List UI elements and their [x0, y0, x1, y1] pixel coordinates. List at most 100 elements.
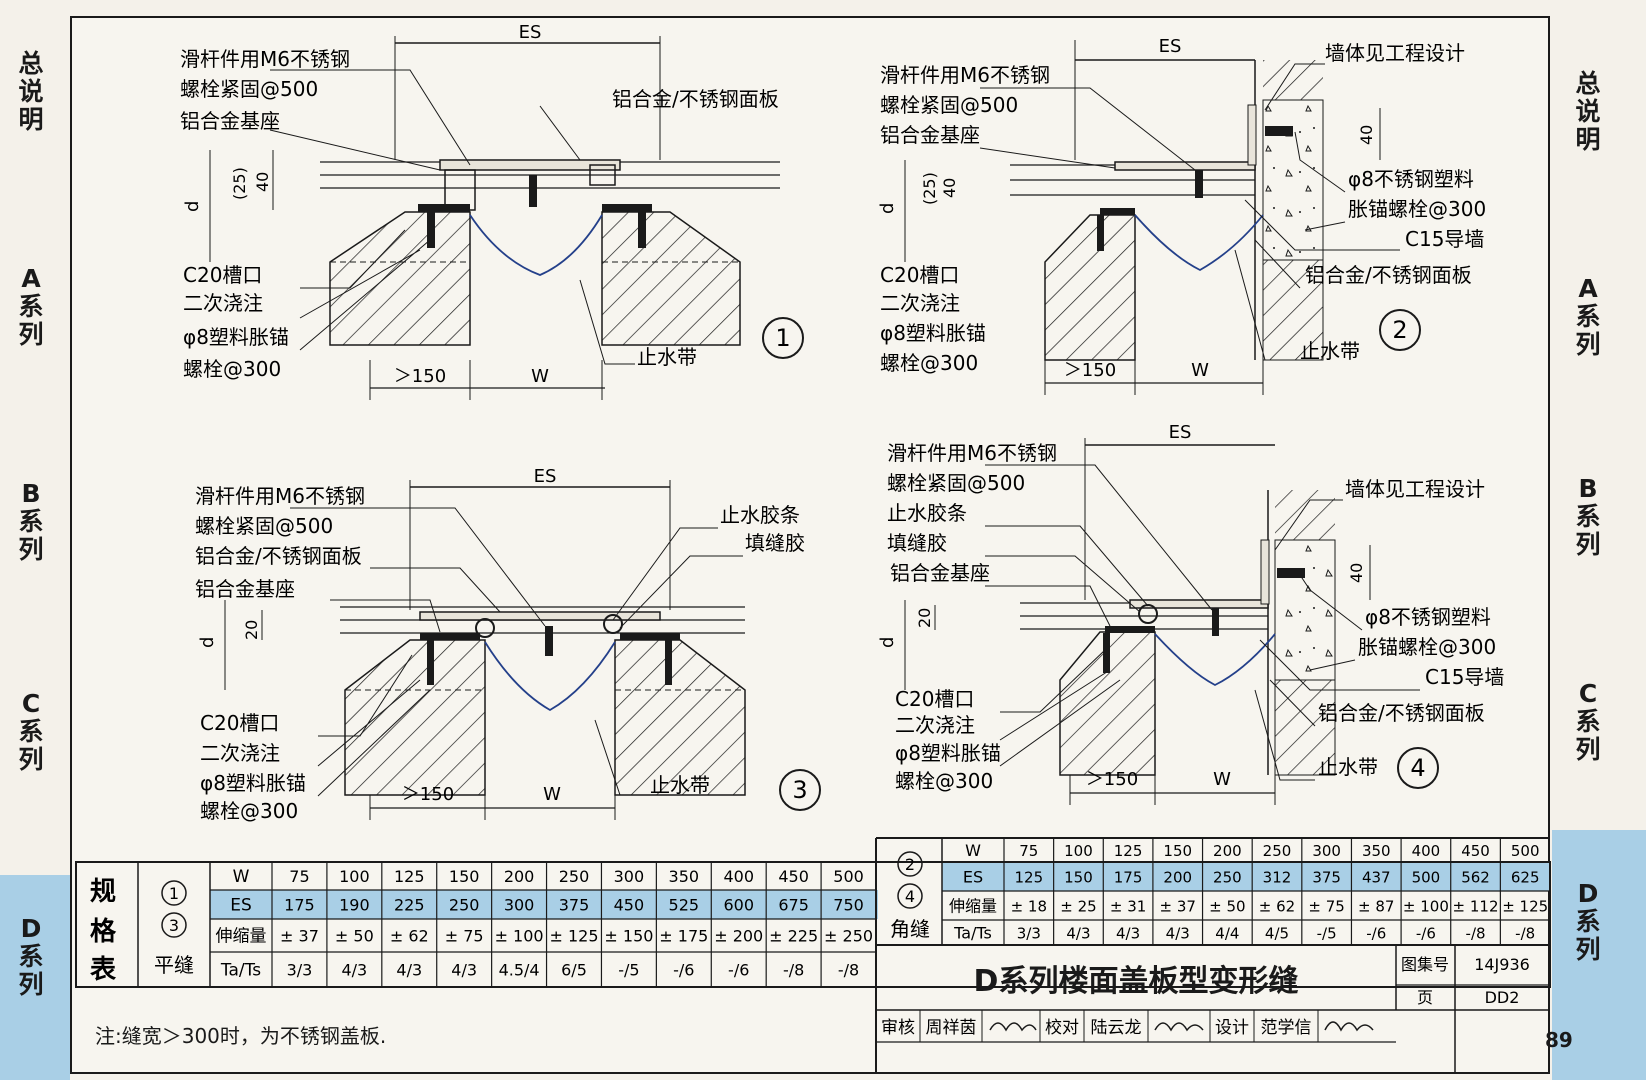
spec-left-cell: ± 62 — [390, 927, 429, 946]
spec-left-cell: -/6 — [673, 961, 694, 980]
d1-anchor-2: 螺栓@300 — [183, 357, 281, 381]
spec-left-cell: ± 125 — [549, 927, 598, 946]
d3-waterstop: 止水带 — [650, 773, 710, 797]
right-tab-general[interactable]: 总说明 — [1575, 69, 1601, 154]
d4-d-label: d — [877, 637, 898, 648]
d3-w: W — [543, 784, 561, 805]
left-tab-a[interactable]: A系列 — [18, 264, 44, 349]
d4-base: 铝合金基座 — [890, 561, 990, 585]
left-tab-b[interactable]: B系列 — [18, 479, 44, 564]
spec-left-cell: 4.5/4 — [499, 961, 540, 980]
d1-d-label: d — [182, 201, 203, 212]
d4-w: W — [1213, 769, 1231, 790]
spec-left-cell: 200 — [504, 867, 535, 886]
spec-left-row-header: Ta/Ts — [220, 961, 261, 981]
d1-w: W — [531, 366, 549, 387]
d2-anchor-2: 螺栓@300 — [880, 351, 978, 375]
d2-waterstop: 止水带 — [1300, 339, 1360, 363]
right-tab-b[interactable]: B系列 — [1575, 474, 1601, 559]
d2-c15: C15导墙 — [1405, 227, 1484, 251]
left-tab-c[interactable]: C系列 — [18, 689, 44, 774]
spec-right-cell: -/6 — [1416, 925, 1436, 943]
designer-name: 范学信 — [1261, 1018, 1312, 1038]
spec-left-circle-1: 1 — [169, 884, 179, 903]
spec-left-cell: 225 — [394, 896, 425, 915]
spec-left-cell: 300 — [504, 896, 535, 915]
spec-right-cell: 625 — [1511, 869, 1540, 887]
d1-slide-bolt-1: 滑杆件用M6不锈钢 — [180, 47, 350, 71]
spec-right-cell: ± 25 — [1060, 898, 1096, 916]
spec-right-cell: 200 — [1163, 869, 1192, 887]
spec-right-cell: 500 — [1412, 869, 1441, 887]
spec-left-cell: 3/3 — [287, 961, 313, 980]
spec-left-cell: 750 — [833, 896, 864, 915]
d4-anchor-2: 螺栓@300 — [895, 769, 993, 793]
d3-number: 3 — [792, 776, 807, 804]
d4-waterstop: 止水带 — [1318, 755, 1378, 779]
spec-left-cell: ± 175 — [659, 927, 708, 946]
spec-left-cell: 150 — [449, 867, 480, 886]
d4-ss-anchor-2: 胀锚螺栓@300 — [1358, 635, 1496, 659]
d4-c20: C20槽口 — [895, 687, 974, 711]
spec-right-cell: ± 50 — [1209, 898, 1245, 916]
spec-right-cell: ± 31 — [1110, 898, 1146, 916]
d4-wall-dim40: 40 — [1347, 563, 1366, 583]
spec-right-cell: -/5 — [1317, 925, 1337, 943]
page-label: 页 — [1417, 988, 1433, 1007]
d4-rubber-strip: 止水胶条 — [887, 501, 967, 525]
spec-left-cell: ± 200 — [714, 927, 763, 946]
d4-c15: C15导墙 — [1425, 665, 1504, 689]
right-tab-d[interactable]: D系列 — [1575, 879, 1601, 964]
d4-slide-bolt-2: 螺栓紧固@500 — [887, 471, 1025, 495]
spec-right-cell: ± 112 — [1453, 898, 1499, 916]
spec-right-cell: 450 — [1461, 842, 1490, 860]
detail-1: ES d (25) 40 — [180, 22, 804, 400]
d2-slide-bolt-1: 滑杆件用M6不锈钢 — [880, 63, 1050, 87]
spec-left-circle-3: 3 — [169, 916, 179, 935]
detail-3: ES d 20 ＞150 W 滑 — [195, 466, 821, 823]
spec-left-cell: 600 — [723, 896, 754, 915]
spec-left-row-header: ES — [230, 896, 252, 916]
spec-left-cell: 350 — [669, 867, 700, 886]
spec-right-cell: 562 — [1461, 869, 1490, 887]
checker-name: 陆云龙 — [1091, 1018, 1142, 1038]
spec-right-cell: 100 — [1064, 842, 1093, 860]
d4-sealant: 填缝胶 — [887, 531, 947, 555]
d3-slide-bolt-2: 螺栓紧固@500 — [195, 514, 333, 538]
d1-anchor-1: φ8塑料胀锚 — [183, 325, 289, 349]
spec-right-cell: 150 — [1064, 869, 1093, 887]
spec-left-cell: 6/5 — [561, 961, 587, 980]
d2-d-label: d — [877, 203, 898, 214]
atlas-no: 14J936 — [1474, 955, 1530, 974]
d3-d-label: d — [197, 637, 218, 648]
spec-left-cell: 75 — [289, 867, 309, 886]
design-label: 设计 — [1215, 1018, 1249, 1038]
review-label: 审核 — [881, 1018, 915, 1038]
spec-right-cell: 4/3 — [1166, 925, 1190, 943]
spec-left-cell: -/8 — [838, 961, 859, 980]
spec-left-cell: ± 250 — [824, 927, 873, 946]
d4-panel: 铝合金/不锈钢面板 — [1318, 701, 1485, 725]
spec-right-circle-2: 2 — [905, 855, 915, 874]
right-tab-c[interactable]: C系列 — [1575, 679, 1601, 764]
spec-left-cell: 525 — [669, 896, 700, 915]
spec-right-cell: ± 37 — [1160, 898, 1196, 916]
spec-left-cell: 300 — [614, 867, 645, 886]
spec-left-cell: -/8 — [783, 961, 804, 980]
d1-c20: C20槽口 — [183, 263, 262, 287]
right-tab-a[interactable]: A系列 — [1575, 274, 1601, 359]
d3-c20: C20槽口 — [200, 711, 279, 735]
spec-left-caption: 平缝 — [154, 953, 194, 977]
reviewer-name: 周祥茵 — [926, 1018, 977, 1038]
d3-sealant: 填缝胶 — [745, 531, 805, 555]
spec-right-cell: 4/3 — [1116, 925, 1140, 943]
reviewer-signature — [989, 1022, 1037, 1032]
d3-anchor-2: 螺栓@300 — [200, 799, 298, 823]
page-number: 89 — [1545, 1028, 1573, 1052]
left-tab-d[interactable]: D系列 — [18, 914, 44, 999]
spec-right-row-header: ES — [963, 868, 983, 887]
left-tab-general[interactable]: 总说明 — [18, 49, 44, 134]
